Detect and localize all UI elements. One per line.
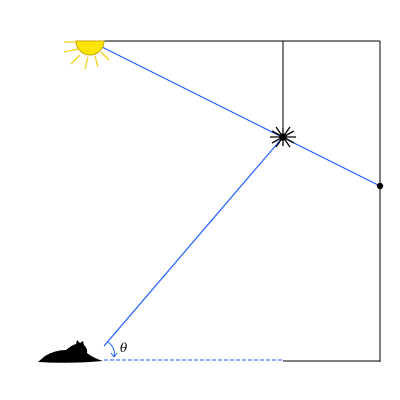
- angle-arc: [107, 341, 115, 358]
- angle-label: θ: [120, 341, 128, 355]
- wall-point-icon: [376, 182, 384, 190]
- ray-spider-to-cat: [103, 136, 284, 347]
- sun-icon: [63, 40, 110, 70]
- cat-silhouette-icon: [38, 340, 103, 363]
- light-rays: [89, 40, 381, 347]
- angle-arrow: [110, 352, 118, 358]
- ray-sun-to-wall: [89, 40, 381, 187]
- spider-icon: [270, 126, 296, 148]
- room-frame: [90, 40, 381, 362]
